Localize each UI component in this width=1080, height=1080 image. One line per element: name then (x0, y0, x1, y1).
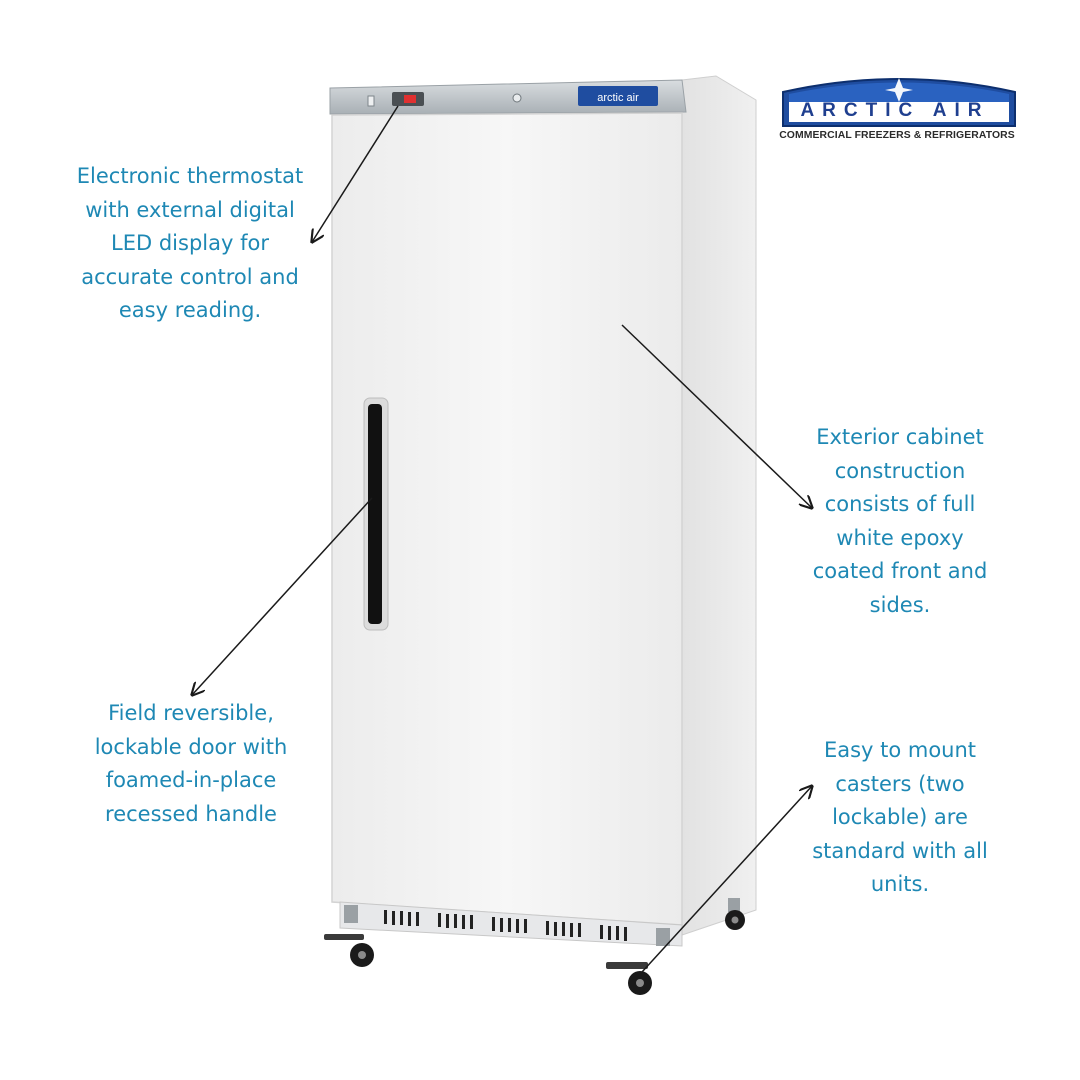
callout-line: Field reversible, (108, 701, 274, 725)
callout-line: Easy to mount (823, 738, 977, 762)
callout-line: lockable) are (832, 805, 968, 829)
logo-tagline: COMMERCIAL FREEZERS & REFRIGERATORS (779, 130, 1015, 141)
key-lock-icon (512, 93, 522, 103)
callout-cabinet: Exterior cabinet construction consists o… (780, 421, 1020, 622)
callout-line: lockable door with (94, 734, 288, 759)
callout-line: sides. (869, 592, 931, 617)
callout-line: units. (870, 872, 930, 896)
callout-line: foamed-in-place (105, 768, 277, 792)
vent-grille (384, 910, 627, 941)
callout-line: Electronic thermostat (76, 164, 304, 188)
panel-button (367, 95, 375, 107)
led-digits (404, 95, 416, 103)
callout-line: consists of full (824, 492, 976, 516)
callout-line: construction (834, 458, 966, 483)
callout-line: LED display for (111, 231, 269, 255)
cabinet-side (681, 75, 757, 936)
panel-badge (578, 86, 658, 106)
callout-thermostat: Electronic thermostat with external digi… (60, 160, 320, 328)
sparkle-icon (885, 78, 913, 102)
callout-casters: Easy to mount casters (two lockable) are… (780, 734, 1020, 902)
callout-door: Field reversible, lockable door with foa… (60, 697, 322, 831)
caster-front-left (324, 905, 374, 967)
arctic-air-logo: ARCTIC AIR COMMERCIAL FREEZERS & REFRIGE… (779, 72, 1019, 147)
logo-wordmark: ARCTIC AIR (800, 100, 990, 121)
logo-badge (782, 78, 1016, 127)
callout-line: Exterior cabinet (816, 425, 984, 449)
callout-line: accurate control and (81, 264, 299, 289)
panel-badge-text: arctic air (597, 92, 639, 104)
callout-line: coated front and (812, 559, 988, 583)
callout-line: casters (two (835, 771, 965, 796)
callout-line: standard with all (812, 838, 988, 863)
handle-recess (368, 404, 382, 624)
callout-line: with external digital (85, 197, 295, 222)
callout-line: recessed handle (105, 801, 277, 826)
callout-line: white epoxy (836, 525, 964, 550)
callout-line: easy reading. (118, 298, 262, 322)
